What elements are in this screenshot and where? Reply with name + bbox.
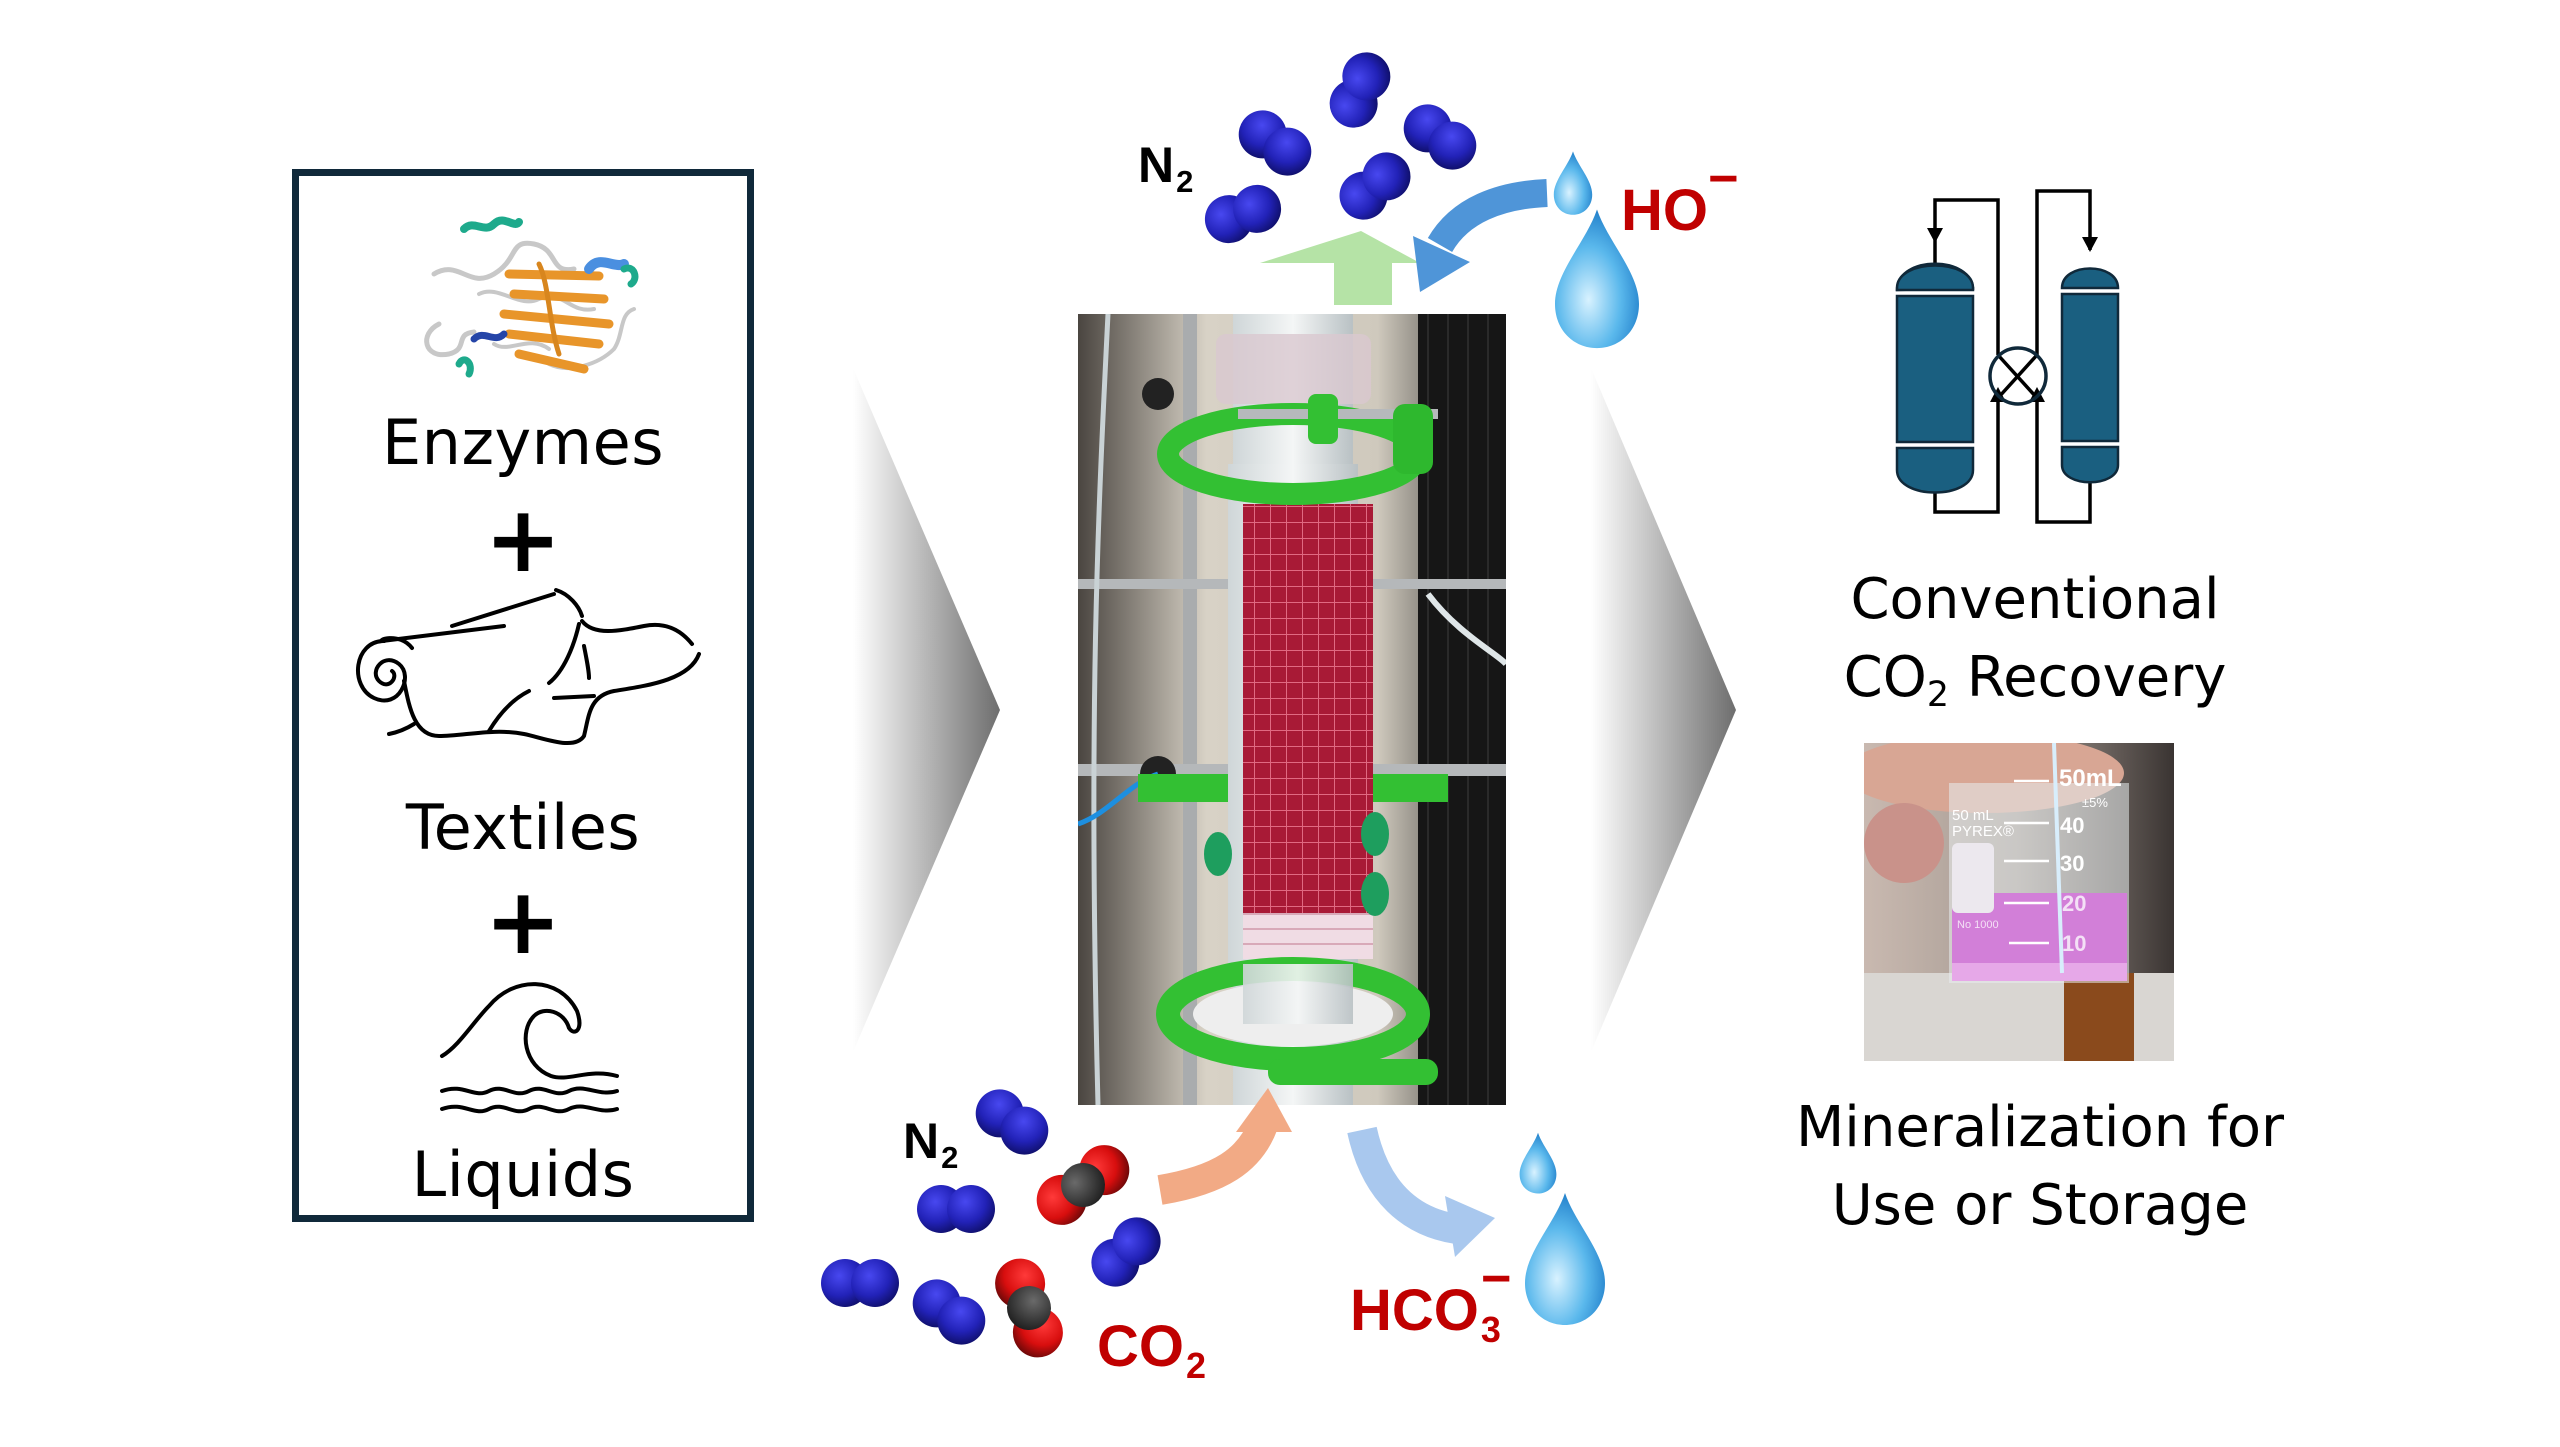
n2-subscript: 2 [1176, 163, 1194, 199]
water-droplet-large [1525, 1193, 1605, 1325]
absorber-stripper-diagram [1895, 189, 2120, 524]
flow-chevron-left [853, 368, 1000, 1052]
co2-subscript: 2 [1926, 675, 1949, 716]
liquid-in-arrow-head [1413, 236, 1470, 292]
beaker-illustration [1864, 743, 2174, 1061]
n2-molecule [1081, 1207, 1171, 1297]
co2-symbol: CO [1097, 1314, 1184, 1379]
n2-molecule [1394, 94, 1486, 180]
plus-sign-2: + [484, 868, 562, 975]
bicarbonate-label: HCO3− [1350, 1253, 1511, 1347]
liquids-label: Liquids [411, 1138, 635, 1211]
conventional-recovery-label: Conventional CO2 Recovery [1820, 567, 2250, 713]
recovery-suffix: Recovery [1948, 645, 2227, 710]
co2-subscript: 2 [1186, 1344, 1206, 1386]
beaker-tolerance: ±5% [2082, 795, 2108, 810]
hco3-symbol: HCO [1350, 1278, 1479, 1343]
n2-molecule [1329, 142, 1421, 230]
co2-molecule [988, 1251, 1070, 1365]
beaker-tick-40: 40 [2060, 813, 2085, 838]
wave-icon [440, 982, 619, 1114]
co2-prefix: CO [1843, 645, 1927, 710]
beaker-tick-10: 10 [2062, 931, 2087, 956]
beaker-brand-volume: 50 mL [1952, 807, 1994, 824]
enzymes-label: Enzymes [381, 406, 665, 479]
water-droplet-small [1553, 151, 1593, 215]
water-droplet-small [1519, 1132, 1557, 1194]
beaker-brand: PYREX® [1952, 823, 2014, 840]
textiles-label: Textiles [405, 791, 641, 864]
gas-out-arrow [1303, 233, 1420, 305]
mineralization-line1: Mineralization for [1795, 1095, 2285, 1160]
n2-molecule [917, 1185, 995, 1233]
ho-charge: − [1708, 150, 1739, 209]
n2-symbol: N [903, 1113, 940, 1169]
protein-structure-icon [424, 216, 639, 378]
n2-molecule [1321, 44, 1399, 136]
n2-molecule [1198, 178, 1288, 250]
beaker-volume-mark: 50mL [2059, 765, 2122, 792]
co2-label: CO2 [1097, 1318, 1206, 1383]
reactor-photo [1078, 314, 1506, 1105]
reactor-column-illustration [1078, 314, 1506, 1105]
liquid-out-arrow-head [1445, 1196, 1495, 1257]
n2-molecule [966, 1079, 1058, 1165]
mineralization-line2: Use or Storage [1831, 1173, 2249, 1238]
n2-molecule [1229, 100, 1321, 186]
materials-box: Enzymes + Textiles + Liquids [292, 169, 754, 1222]
liquid-out-arrow [1347, 1126, 1467, 1245]
n2-symbol: N [1138, 137, 1175, 193]
bottom-n2-label: N2 [903, 1113, 958, 1173]
n2-molecule [821, 1259, 899, 1307]
beaker-tick-30: 30 [2060, 851, 2085, 876]
gas-in-arrow [1157, 1119, 1278, 1205]
plus-sign-1: + [484, 486, 562, 593]
gas-out-arrow-head [1260, 231, 1420, 263]
n2-molecule [903, 1269, 995, 1355]
beaker-photo: 50mL ±5% 50 mL PYREX® 40 30 20 10 No 100… [1864, 743, 2174, 1061]
top-n2-label: N2 [1138, 137, 1193, 197]
n2-subscript: 2 [941, 1139, 959, 1175]
beaker-tick-20: 20 [2062, 891, 2087, 916]
hco3-charge: − [1480, 1250, 1512, 1309]
hco3-subscript: 3 [1480, 1308, 1501, 1350]
fabric-roll-icon [356, 588, 701, 746]
beaker-model: No 1000 [1957, 919, 1999, 931]
ho-symbol: HO [1621, 178, 1708, 243]
mineralization-label: Mineralization for Use or Storage [1790, 1100, 2290, 1234]
flow-chevron-right [1591, 368, 1736, 1052]
hydroxide-label: HO− [1621, 153, 1738, 240]
co2-molecule [1026, 1135, 1140, 1235]
conventional-line1: Conventional [1850, 567, 2220, 632]
liquid-in-arrow [1427, 179, 1548, 253]
